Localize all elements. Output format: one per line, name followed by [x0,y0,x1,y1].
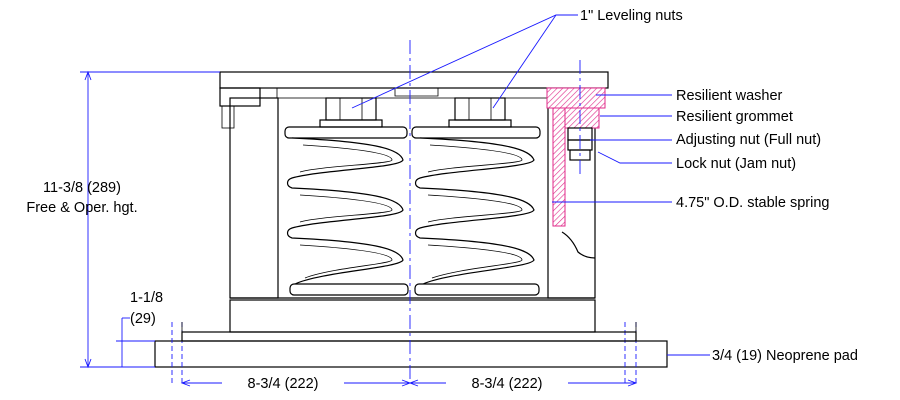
spring-label: 4.75" O.D. stable spring [676,195,829,211]
base-height-top-label: 1-1/8 [130,290,163,306]
leader-lines [351,14,710,356]
spring-right [411,126,541,296]
resilient-washer-label: Resilient washer [676,88,783,104]
resilient-grommet-label: Resilient grommet [676,109,793,125]
adjusting-nut-label: Adjusting nut (Full nut) [676,132,821,148]
height-caption-label: Free & Oper. hgt. [26,200,137,216]
leveling-nut-left [319,97,383,128]
height-dimension [80,70,220,369]
lock-nut-label: Lock nut (Jam nut) [676,156,796,172]
base-height-bottom-label: (29) [130,311,156,327]
height-value-label: 11-3/8 (289) [43,180,121,196]
neoprene-pad-label: 3/4 (19) Neoprene pad [712,348,858,364]
base-height-dimension [116,317,155,367]
left-span-label: 8-3/4 (222) [248,376,319,392]
right-span-label: 8-3/4 (222) [472,376,543,392]
left-washer [219,87,261,129]
hold-down-bolt-assembly [546,60,606,227]
leveling-nuts-label: 1" Leveling nuts [580,8,683,24]
spring-left [284,126,409,296]
leveling-nut-right [448,97,512,128]
